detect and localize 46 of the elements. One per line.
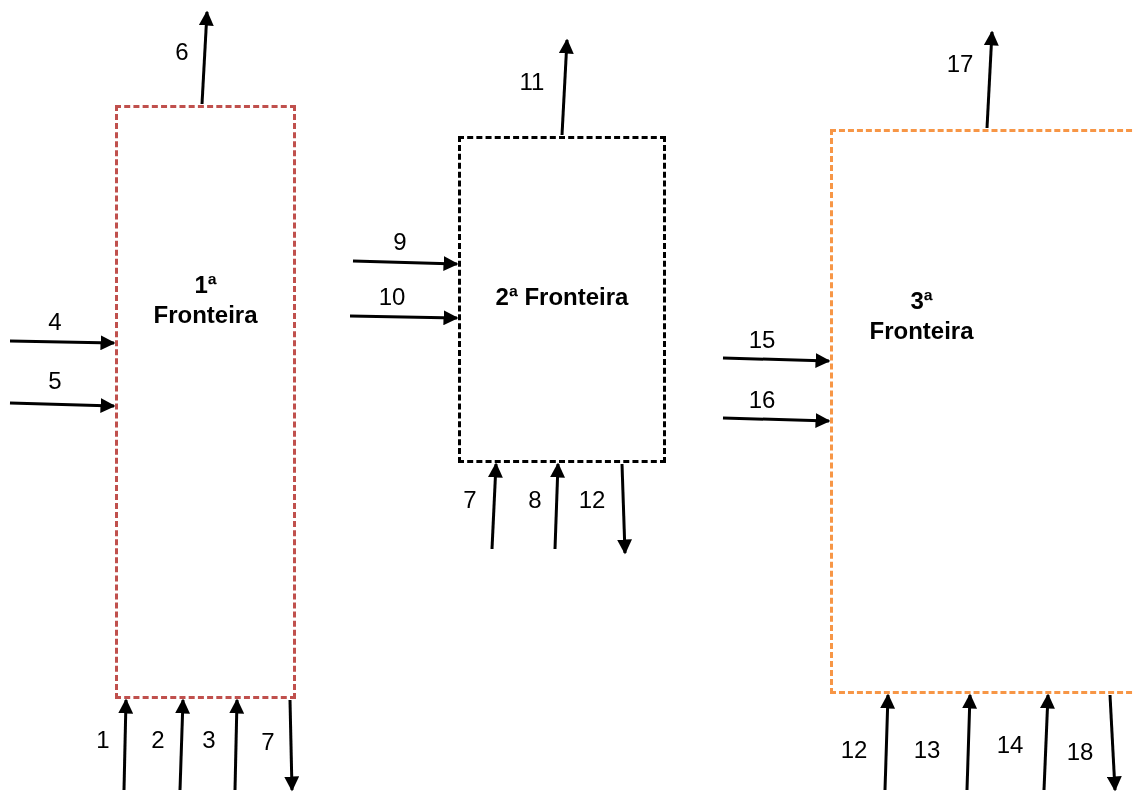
boundary-box (458, 136, 666, 463)
arrow (722, 353, 831, 369)
arrow (487, 462, 503, 550)
arrow (962, 693, 978, 791)
arrow (229, 698, 245, 791)
boundary-box (115, 105, 296, 699)
edge-label: 10 (378, 283, 406, 311)
edge-label: 2 (151, 726, 165, 754)
boundary-box (830, 129, 1135, 694)
edge-label: 7 (463, 486, 477, 514)
edge-label: 12 (840, 736, 868, 764)
edge-label: 9 (393, 228, 407, 256)
arrow (9, 335, 116, 351)
arrow (198, 10, 214, 105)
arrow (558, 38, 574, 136)
arrow (118, 698, 134, 791)
edge-label: 7 (261, 728, 275, 756)
edge-label: 13 (913, 736, 941, 764)
arrow (1039, 693, 1055, 791)
arrow (983, 30, 999, 129)
edge-label: 6 (175, 38, 189, 66)
boundary-label: 1ª Fronteira (152, 270, 259, 330)
boundary-label: 3ª Fronteira (868, 286, 975, 346)
edge-label: 11 (519, 68, 545, 96)
arrow (175, 698, 191, 791)
edge-label: 8 (528, 486, 542, 514)
edge-label: 16 (748, 386, 776, 414)
arrow (722, 413, 831, 429)
edge-label: 18 (1066, 738, 1094, 766)
arrow (352, 256, 459, 272)
edge-label: 12 (578, 486, 606, 514)
arrow (617, 463, 633, 555)
arrow (550, 462, 565, 550)
arrow (880, 693, 896, 791)
arrow (349, 310, 459, 326)
boundary-label: 2ª Fronteira (494, 282, 630, 312)
edge-label: 3 (202, 726, 216, 754)
arrow (9, 398, 116, 414)
edge-label: 14 (996, 731, 1024, 759)
edge-label: 17 (946, 50, 974, 78)
arrow (1106, 694, 1122, 792)
edge-label: 5 (48, 367, 62, 395)
edge-label: 4 (48, 308, 62, 336)
edge-label: 1 (96, 726, 110, 754)
arrow (284, 699, 300, 792)
edge-label: 15 (748, 326, 776, 354)
